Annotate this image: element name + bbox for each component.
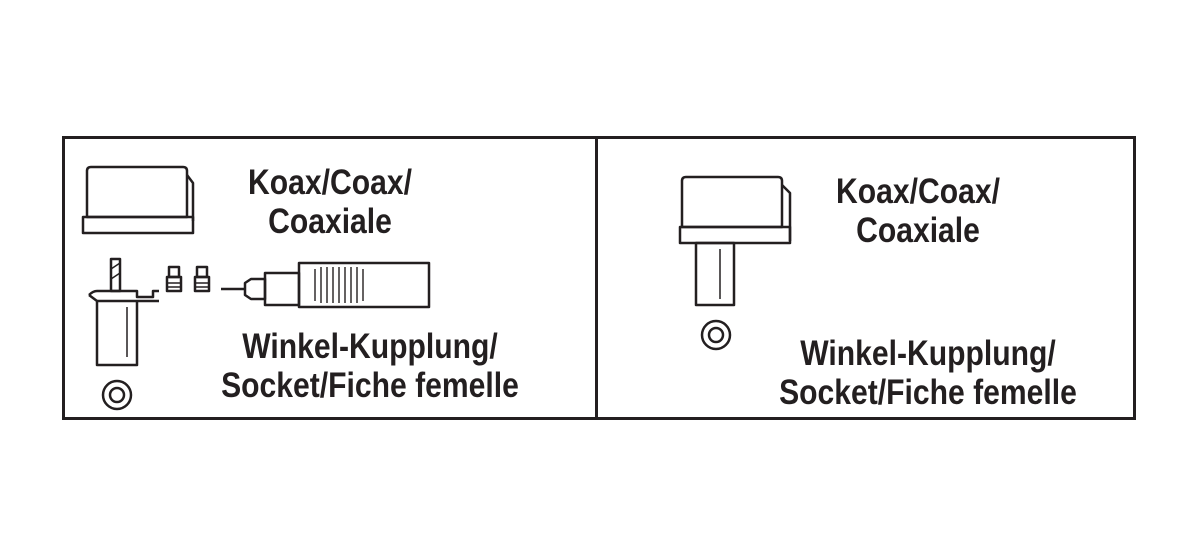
coax-label-line2: Coaxiale bbox=[268, 202, 392, 242]
right-drawing bbox=[678, 175, 792, 351]
socket-label-left: Winkel-Kupplung/ Socket/Fiche femelle bbox=[189, 327, 550, 405]
outer-frame bbox=[62, 136, 1136, 420]
coax-label-right: Koax/Coax/ Coaxiale bbox=[789, 172, 1047, 250]
socket-label-line1: Winkel-Kupplung/ bbox=[242, 327, 498, 366]
socket-symbol-icon bbox=[700, 319, 732, 351]
coax-cable-icon bbox=[221, 261, 431, 309]
coax-label-line1: Koax/Coax/ bbox=[248, 163, 412, 202]
panel-left: Koax/Coax/ Coaxiale Winkel-Kupplung/ Soc… bbox=[65, 139, 595, 417]
screw-icon bbox=[165, 265, 211, 293]
angled-socket-icon bbox=[678, 175, 792, 307]
panel-right: Koax/Coax/ Coaxiale Winkel-Kupplung/ Soc… bbox=[598, 139, 1133, 417]
panel-divider bbox=[595, 136, 598, 420]
coax-label-left: Koax/Coax/ Coaxiale bbox=[201, 163, 459, 241]
socket-symbol-icon bbox=[101, 379, 133, 411]
socket-label-line1: Winkel-Kupplung/ bbox=[800, 334, 1056, 373]
left-drawing bbox=[81, 165, 431, 411]
socket-label-right: Winkel-Kupplung/ Socket/Fiche femelle bbox=[747, 334, 1108, 412]
socket-label-line2: Socket/Fiche femelle bbox=[221, 366, 519, 406]
coax-label-line2: Coaxiale bbox=[856, 211, 980, 251]
connector-housing-icon bbox=[81, 165, 195, 235]
socket-assembly-icon bbox=[88, 257, 159, 367]
coax-label-line1: Koax/Coax/ bbox=[836, 172, 1000, 211]
socket-label-line2: Socket/Fiche femelle bbox=[779, 373, 1077, 413]
